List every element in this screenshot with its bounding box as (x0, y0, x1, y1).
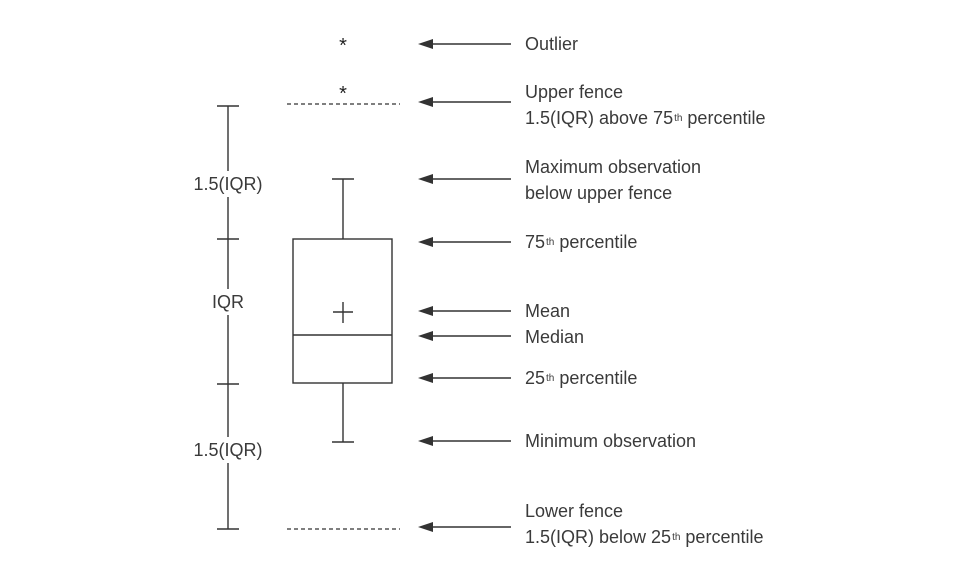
label-lower-fence-detail: 1.5(IQR) below 25th percentile (525, 527, 764, 547)
pointer-arrows (418, 39, 511, 532)
label-lower-fence-title: Lower fence (525, 501, 624, 521)
label-min-observation: Minimum observation (525, 431, 697, 451)
label-median: Median (525, 327, 585, 347)
arrow-upper-fence (418, 97, 511, 107)
span-label-upper: 1.5(IQR) (193, 171, 263, 197)
label-max-observation-line2: below upper fence (525, 183, 673, 203)
fence-lines (287, 103, 400, 530)
label-upper-fence-title: Upper fence (525, 82, 624, 102)
arrow-p25 (418, 373, 511, 383)
label-upper-fence-detail: 1.5(IQR) above 75th percentile (525, 108, 766, 128)
label-lower-fence: Lower fence 1.5(IQR) below 25th percenti… (525, 498, 763, 550)
arrow-min-observation (418, 436, 511, 446)
arrow-median (418, 331, 511, 341)
outlier-star: * (339, 35, 347, 57)
arrow-mean (418, 306, 511, 316)
outlier-star-near-fence: * (339, 83, 347, 105)
label-max-observation: Maximum observation below upper fence (525, 154, 701, 206)
label-p25: 25th percentile (525, 368, 638, 388)
span-label-lower: 1.5(IQR) (193, 437, 263, 463)
label-max-observation-line1: Maximum observation (525, 157, 702, 177)
label-upper-fence: Upper fence 1.5(IQR) above 75th percenti… (525, 79, 765, 131)
span-label-iqr: IQR (211, 289, 245, 315)
label-p75: 75th percentile (525, 232, 638, 252)
arrow-max-observation (418, 174, 511, 184)
scale-bar (217, 105, 239, 530)
box-plot (292, 178, 393, 443)
label-outlier-text: Outlier (525, 34, 579, 54)
arrow-lower-fence (418, 522, 511, 532)
arrow-outlier (418, 39, 511, 49)
label-outlier: Outlier (525, 31, 578, 57)
label-mean: Mean (525, 301, 571, 321)
arrow-p75 (418, 237, 511, 247)
